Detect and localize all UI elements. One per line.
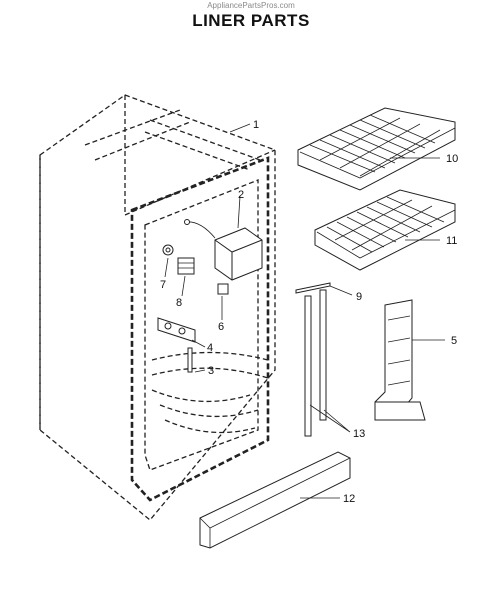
thermostat-housing — [157, 317, 196, 343]
diagram-title: LINER PARTS — [192, 11, 310, 30]
callout-6: 6 — [218, 321, 224, 333]
callout-2: 2 — [238, 189, 244, 201]
lamp-socket — [177, 257, 195, 275]
callout-1: 1 — [253, 119, 259, 131]
liner-cabinet — [39, 94, 276, 521]
wire-shelf-upper — [297, 107, 456, 191]
callout-7: 7 — [160, 279, 166, 291]
watermark-text: AppliancePartsPros.com — [207, 1, 295, 10]
callout-8: 8 — [176, 297, 182, 309]
light-bulb — [162, 244, 174, 256]
callout-4: 4 — [207, 342, 213, 354]
wire-shelf-lower — [314, 189, 456, 271]
callout-11: 11 — [446, 235, 457, 247]
side-rails — [304, 289, 327, 437]
callout-10: 10 — [446, 153, 458, 165]
callout-5: 5 — [451, 335, 457, 347]
callout-9: 9 — [356, 291, 362, 303]
drain-part — [187, 347, 193, 373]
callout-3: 3 — [208, 365, 214, 377]
control-housing — [184, 219, 263, 281]
callout-13: 13 — [353, 428, 365, 440]
leader-lines — [164, 123, 445, 499]
door-panel — [374, 299, 426, 421]
kick-plate — [199, 451, 351, 549]
callout-12: 12 — [343, 493, 355, 505]
door-switch — [217, 283, 229, 295]
